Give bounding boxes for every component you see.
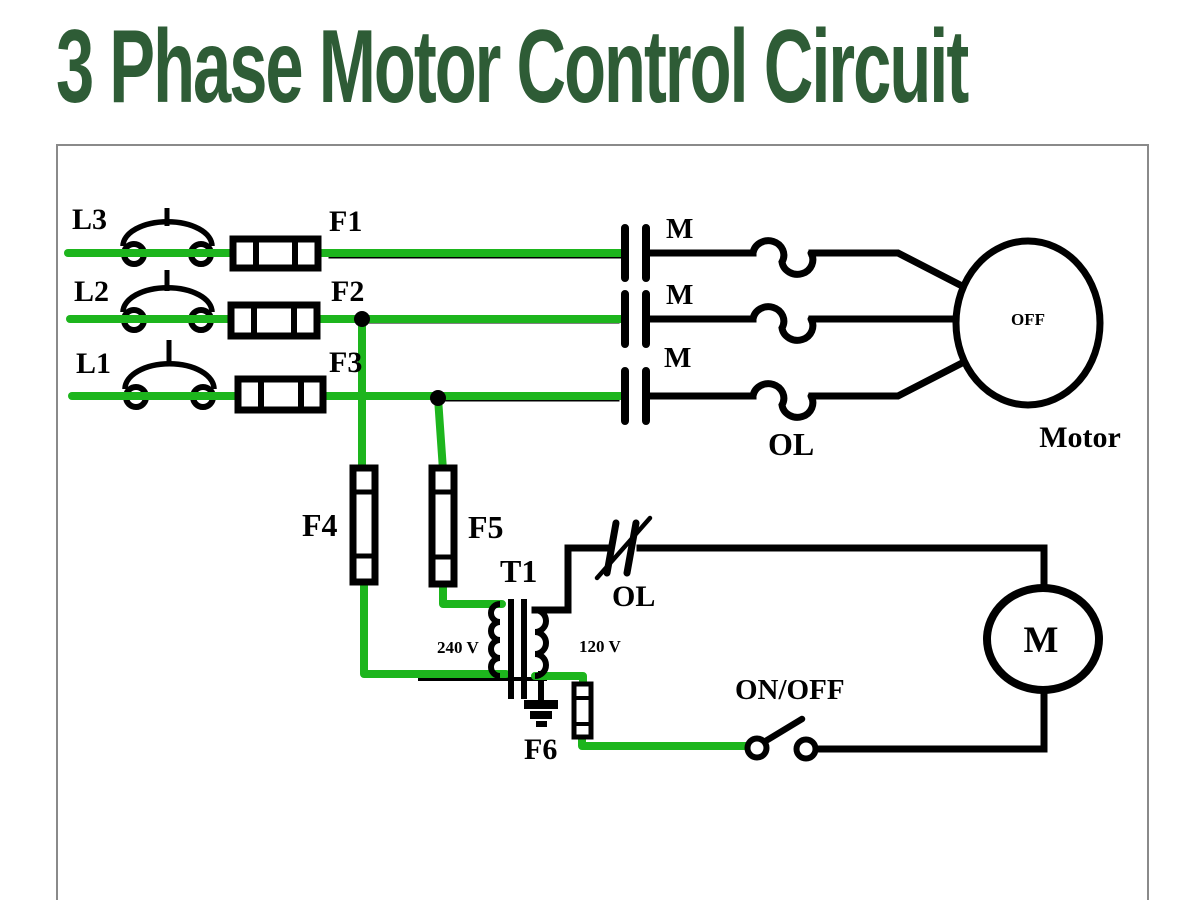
label-l2: L2 [74, 275, 109, 308]
fuse-f6-caps [574, 696, 591, 726]
label-t1: T1 [500, 553, 537, 589]
heater-2 [749, 303, 817, 344]
label-m2: M [666, 279, 693, 311]
label-motor: Motor [1039, 421, 1121, 454]
f6-to-switch-green [578, 732, 754, 750]
label-240v: 240 V [437, 638, 479, 657]
label-f2: F2 [331, 275, 364, 308]
label-f4: F4 [302, 507, 338, 543]
transformer-t1 [488, 599, 549, 699]
coil-bottom-wire [808, 684, 1048, 753]
switch-lever [760, 715, 806, 746]
fuse-f2-caps [251, 305, 297, 336]
ground-bar-3 [536, 721, 547, 727]
label-f6: F6 [524, 733, 557, 766]
ol-contact-slash [594, 515, 653, 581]
ground-bar-2 [530, 711, 552, 719]
disconnect-breakers [120, 208, 217, 410]
fuse-f4-caps [353, 489, 375, 559]
label-f5: F5 [468, 509, 504, 545]
fuse-f1-caps [253, 239, 298, 268]
contact-m3 [621, 367, 650, 425]
green-wires [64, 249, 754, 750]
coil-inner-text: M [1024, 620, 1059, 661]
ol-nc-contact [594, 515, 653, 581]
onoff-switch [744, 715, 819, 762]
junction-dot [430, 390, 446, 406]
contact-m2 [621, 290, 650, 348]
transformer-secondary-coil [534, 607, 549, 679]
label-m1: M [666, 213, 693, 245]
contact-m1 [621, 224, 650, 282]
ground-bar-1 [524, 700, 558, 709]
fuse-f1-body [229, 235, 322, 272]
l1-wire-black2 [808, 356, 971, 400]
label-f3: F3 [329, 346, 362, 379]
page-title: 3 Phase Motor Control Circuit [56, 9, 969, 125]
fuse-f5-caps [432, 489, 454, 560]
fuse-f4-body [349, 464, 379, 586]
f5-to-primary-green [439, 579, 506, 608]
label-ol-power: OL [768, 426, 814, 462]
heater-3 [749, 380, 817, 421]
fuse-f3-body [234, 375, 327, 414]
label-onoff: ON/OFF [735, 674, 845, 706]
ol-right-wire [636, 544, 1048, 596]
control-fuse-f6 [571, 681, 594, 740]
line-fuses [227, 235, 327, 414]
l3-wire-black2 [808, 249, 971, 293]
transformer-core [508, 599, 527, 699]
ol-contact-bar [623, 519, 640, 577]
label-ol-control: OL [612, 580, 655, 613]
secondary-top-wire [531, 544, 572, 614]
junction-dot [354, 311, 370, 327]
heater-1 [749, 237, 817, 278]
fuse-f3-caps [258, 379, 304, 410]
motor-inner-text: OFF [1011, 310, 1045, 329]
fuse-f6-body [571, 681, 594, 740]
label-l3: L3 [72, 203, 107, 236]
tap-f5-green [434, 394, 447, 474]
fuse-f2-body [227, 301, 321, 340]
contactor-contacts [621, 224, 650, 425]
f4-to-primary-green [360, 577, 510, 678]
motor-circle [952, 237, 1104, 409]
ground-symbol [524, 700, 558, 727]
diagram-border [56, 144, 1149, 900]
contactor-coil-circle [983, 584, 1103, 694]
label-120v: 120 V [579, 637, 621, 656]
primary-fuses [349, 464, 458, 588]
overload-heaters [749, 237, 817, 421]
label-m3: M [664, 342, 691, 374]
switch-contact-right [793, 736, 819, 762]
transformer-primary-coil [488, 601, 501, 679]
fuse-f5-body [428, 464, 458, 588]
switch-contact-left [744, 735, 770, 761]
label-f1: F1 [329, 205, 362, 238]
label-l1: L1 [76, 347, 111, 380]
